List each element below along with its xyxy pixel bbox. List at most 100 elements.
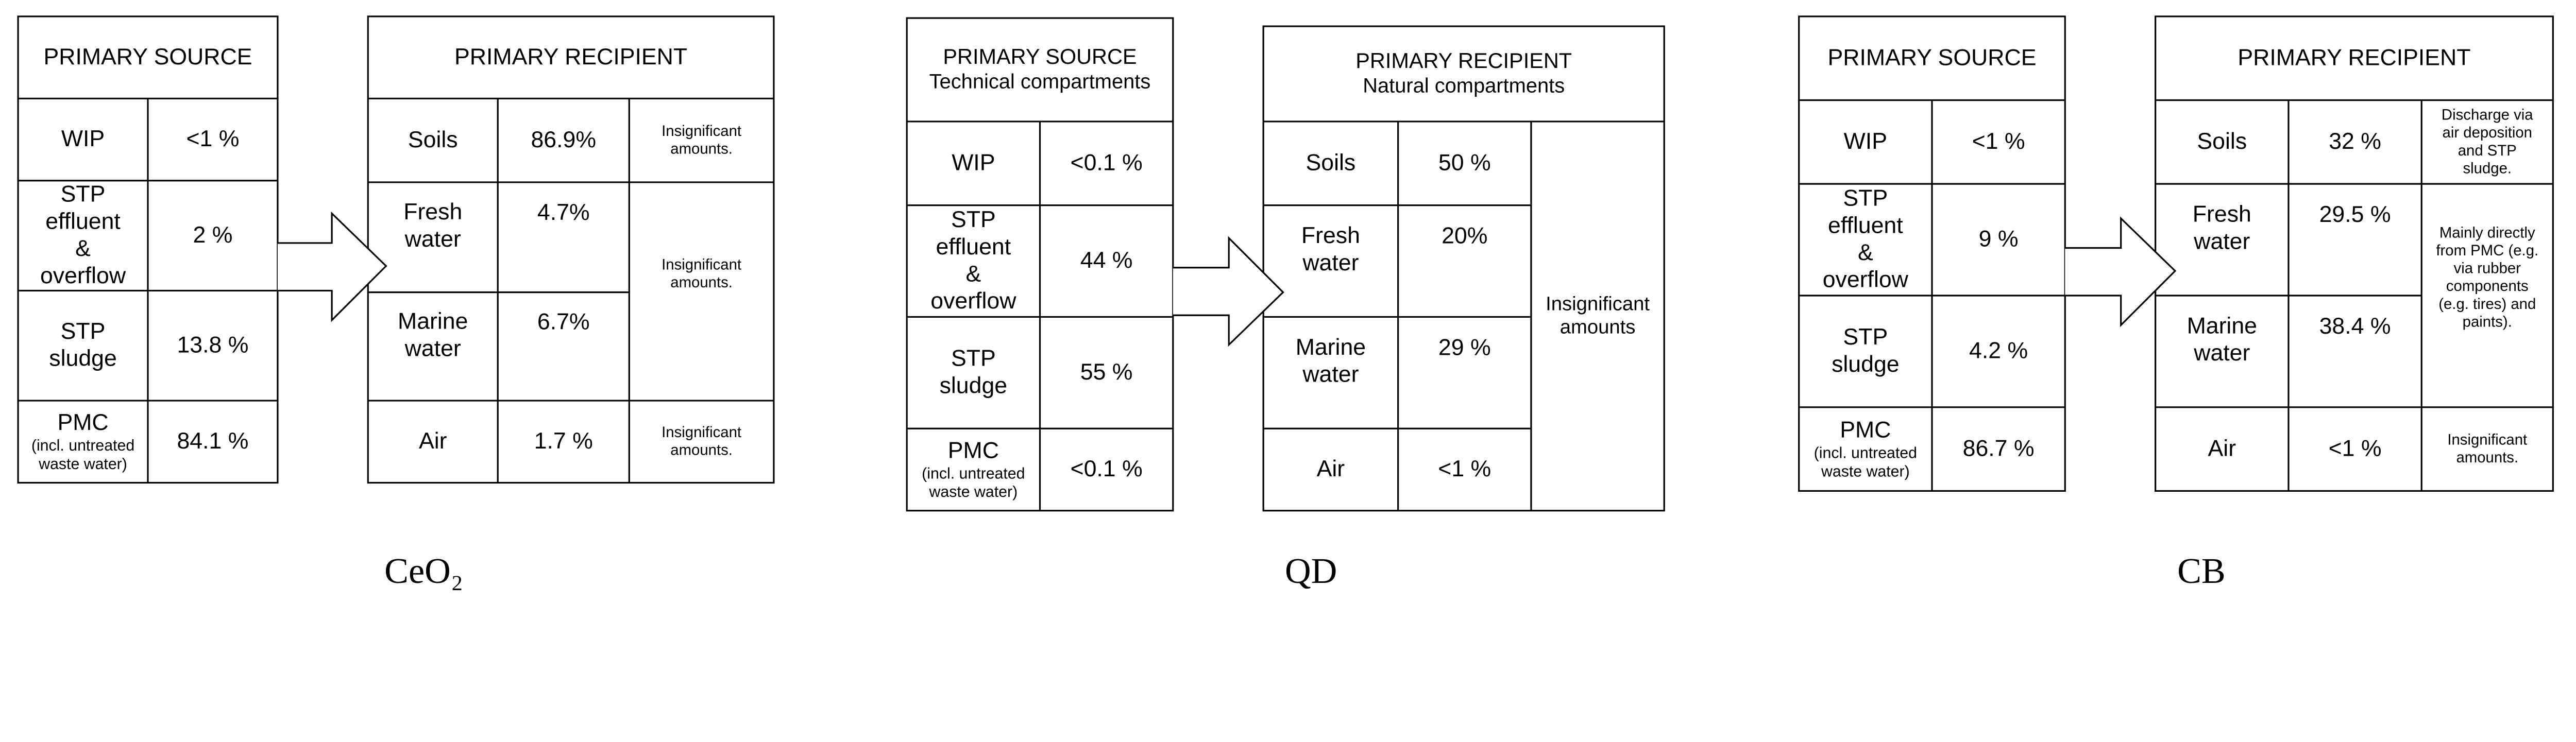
source-name: (incl. untreated [922, 465, 1025, 482]
source-name: waste water) [38, 456, 127, 473]
source-value: 2 % [193, 222, 232, 248]
source-name: effluent [45, 209, 121, 234]
source-name: STP [1843, 324, 1888, 350]
recipient-name: water [1302, 362, 1359, 387]
source-value: <0.1 % [1071, 456, 1143, 481]
recipient-note: amounts. [670, 141, 733, 158]
recipient-note: via rubber [2454, 260, 2521, 277]
recipient-name: water [404, 227, 461, 252]
source-name: effluent [936, 234, 1011, 260]
recipient-table-border [1262, 25, 1665, 512]
recipient-value: 1.7 % [534, 428, 593, 454]
recipient-note: Insignificant [662, 424, 741, 441]
source-name: effluent [1828, 213, 1903, 238]
recipient-note: paints). [2463, 313, 2512, 330]
panel-label: CB [2177, 551, 2226, 591]
source-name: overflow [1823, 267, 1909, 292]
source-name: waste water) [1821, 463, 1910, 480]
recipient-note: Insignificant [662, 123, 741, 140]
source-name: waste water) [929, 484, 1018, 501]
source-value: <0.1 % [1071, 150, 1143, 175]
recipient-name: Air [2208, 436, 2236, 461]
source-value: 4.2 % [1969, 338, 2028, 364]
recipient-note: and STP [2458, 142, 2517, 159]
recipient-name: Fresh [2193, 202, 2251, 227]
source-name: STP [1843, 186, 1888, 211]
source-name: & [1858, 240, 1873, 265]
source-name: sludge [49, 346, 117, 371]
recipient-name: water [1302, 250, 1359, 275]
recipient-name: water [2193, 229, 2250, 254]
source-value: 86.7 % [1963, 436, 2035, 461]
recipient-value: 86.9% [531, 127, 596, 152]
source-name: PMC [1840, 418, 1891, 443]
source-name: (incl. untreated [1814, 445, 1917, 462]
source-name: sludge [940, 373, 1008, 398]
panel-label: QD [1285, 551, 1337, 591]
recipient-value: 4.7% [537, 200, 590, 225]
recipient-note: (e.g. tires) and [2438, 296, 2536, 313]
recipient-name: Marine [2187, 314, 2257, 339]
recipient-name: Fresh [403, 199, 462, 225]
recipient-note: Discharge via [2442, 107, 2533, 124]
recipient-name: water [404, 336, 461, 361]
source-name: STP [61, 319, 106, 344]
recipient-note: Insignificant [2447, 431, 2527, 448]
recipient-header-title: Natural compartments [1363, 75, 1565, 97]
recipient-value: 29.5 % [2319, 202, 2391, 227]
recipient-header-title: PRIMARY RECIPIENT [1355, 48, 1572, 73]
source-name: PMC [57, 410, 108, 435]
recipient-value: 20% [1442, 223, 1487, 248]
recipient-note: Insignificant [662, 256, 741, 273]
recipient-value: 50 % [1438, 150, 1491, 175]
flow-arrow-icon [1173, 236, 1284, 347]
recipient-note: amounts [1560, 316, 1636, 338]
source-value: <1 % [186, 126, 239, 151]
source-name: STP [951, 346, 996, 371]
source-header-title: PRIMARY SOURCE [43, 44, 252, 70]
source-value: 13.8 % [177, 332, 248, 357]
recipient-name: Marine [398, 309, 468, 334]
recipient-note: amounts. [670, 442, 733, 459]
source-name: overflow [930, 288, 1016, 314]
recipient-value: 29 % [1438, 335, 1491, 360]
recipient-header-title: PRIMARY RECIPIENT [2238, 45, 2470, 70]
recipient-note: air deposition [2443, 124, 2532, 141]
source-value: 84.1 % [177, 428, 248, 454]
recipient-name: Soils [1306, 150, 1356, 175]
flow-arrow-icon [277, 211, 387, 322]
source-header-title: PRIMARY SOURCE [1827, 45, 2036, 70]
recipient-note: sludge. [2463, 160, 2512, 177]
recipient-name: Air [419, 428, 447, 454]
recipient-note: amounts. [2456, 449, 2518, 466]
source-name: sludge [1832, 352, 1900, 377]
recipient-note: components [2446, 278, 2529, 295]
recipient-name: Soils [408, 127, 458, 152]
recipient-name: Fresh [1301, 223, 1360, 248]
source-header-title: Technical compartments [929, 71, 1151, 93]
recipient-note: from PMC (e.g. [2436, 242, 2538, 259]
recipient-name: Soils [2197, 129, 2247, 154]
source-value: <1 % [1972, 129, 2025, 154]
source-name: & [75, 236, 91, 261]
recipient-value: 6.7% [537, 309, 590, 335]
source-name: STP [61, 182, 106, 207]
source-header-title: PRIMARY SOURCE [943, 44, 1137, 68]
panel-label: CeO₂ [384, 551, 463, 591]
recipient-header-title: PRIMARY RECIPIENT [454, 44, 687, 70]
source-name: WIP [952, 150, 995, 175]
source-name: & [965, 262, 981, 287]
recipient-value: <1 % [2329, 436, 2382, 461]
source-name: PMC [948, 438, 999, 463]
source-value: 9 % [1979, 227, 2019, 252]
